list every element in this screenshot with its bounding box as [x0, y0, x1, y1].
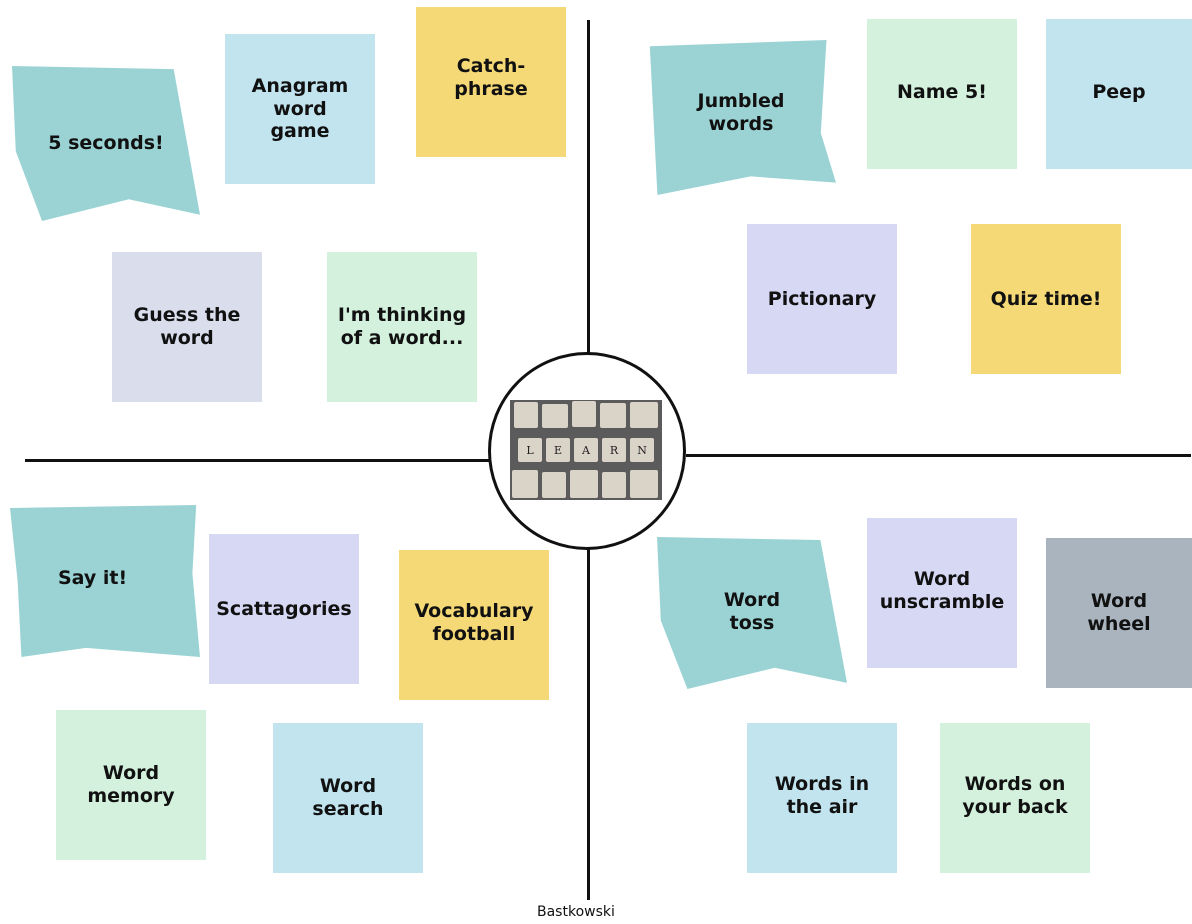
note-word-toss[interactable]: Word toss: [657, 537, 847, 689]
letter-tile: R: [602, 438, 626, 462]
note-label: Pictionary: [767, 287, 877, 310]
note-jumbled-words[interactable]: Jumbled words: [649, 40, 836, 195]
letter-tile-text: R: [609, 443, 619, 457]
note-label: I'm thinking of a word...: [337, 304, 467, 349]
background-tile: [600, 403, 626, 428]
note-name-5[interactable]: Name 5!: [867, 19, 1017, 169]
note-label: Guess the word: [133, 304, 241, 349]
note-label: 5 seconds!: [48, 132, 164, 155]
note-label: Name 5!: [897, 81, 987, 103]
horizontal-axis-left: [25, 459, 490, 462]
note-scattagories[interactable]: Scattagories: [209, 534, 359, 684]
background-tile: [570, 470, 598, 498]
background-tile: [572, 401, 596, 427]
letter-tile: A: [574, 438, 598, 462]
note-label: Peep: [1092, 81, 1146, 103]
note-word-wheel[interactable]: Word wheel: [1046, 538, 1192, 688]
note-label: Word unscramble: [879, 568, 1005, 613]
background-tile: [512, 470, 538, 498]
background-tile: [542, 404, 568, 428]
vertical-axis-bottom: [587, 548, 590, 900]
letter-tile: E: [546, 438, 570, 462]
background-tile: [514, 402, 538, 428]
note-label: Say it!: [58, 567, 128, 589]
note-label: Word memory: [87, 762, 175, 807]
letter-tile: N: [630, 438, 654, 462]
note-5-seconds[interactable]: 5 seconds!: [12, 66, 200, 221]
note-label: Scattagories: [216, 597, 352, 620]
note-label: Words in the air: [774, 773, 870, 818]
background-tile: [542, 472, 566, 498]
note-label: Vocabulary football: [414, 600, 534, 645]
note-word-memory[interactable]: Word memory: [56, 710, 206, 860]
note-pictionary[interactable]: Pictionary: [747, 224, 897, 374]
note-quiz-time[interactable]: Quiz time!: [971, 224, 1121, 374]
horizontal-axis-right: [686, 454, 1191, 457]
letter-tile-text: L: [526, 443, 534, 457]
note-anagram[interactable]: Anagram word game: [225, 34, 375, 184]
note-word-unscramble[interactable]: Word unscramble: [867, 518, 1017, 668]
letter-tile: L: [518, 438, 542, 462]
note-catchphrase[interactable]: Catch- phrase: [416, 7, 566, 157]
background-tile: [630, 470, 658, 498]
note-peep[interactable]: Peep: [1046, 19, 1192, 169]
note-say-it[interactable]: Say it!: [10, 505, 200, 657]
note-word-search[interactable]: Word search: [273, 723, 423, 873]
letter-tile-text: E: [553, 443, 563, 457]
note-label: Anagram word game: [251, 74, 349, 143]
note-words-in-the-air[interactable]: Words in the air: [747, 723, 897, 873]
background-tile: [602, 472, 626, 498]
credit-label: Bastkowski: [537, 904, 615, 920]
note-label: Quiz time!: [990, 287, 1102, 310]
note-label: Catch- phrase: [454, 55, 528, 100]
background-tile: [630, 402, 658, 428]
note-vocabulary-football[interactable]: Vocabulary football: [399, 550, 549, 700]
learn-tiles-image: L E A R N: [510, 400, 662, 500]
note-label: Word toss: [723, 589, 781, 634]
note-label: Word search: [312, 775, 384, 820]
note-label: Word wheel: [1087, 590, 1151, 635]
note-label: Jumbled words: [697, 90, 785, 135]
letter-tile-text: A: [582, 443, 590, 457]
vertical-axis-top: [587, 20, 590, 354]
note-label: Words on your back: [962, 773, 1068, 818]
note-guess-the-word[interactable]: Guess the word: [112, 252, 262, 402]
letter-tile-text: N: [637, 443, 647, 457]
note-thinking-of-a-word[interactable]: I'm thinking of a word...: [327, 252, 477, 402]
note-words-on-your-back[interactable]: Words on your back: [940, 723, 1090, 873]
